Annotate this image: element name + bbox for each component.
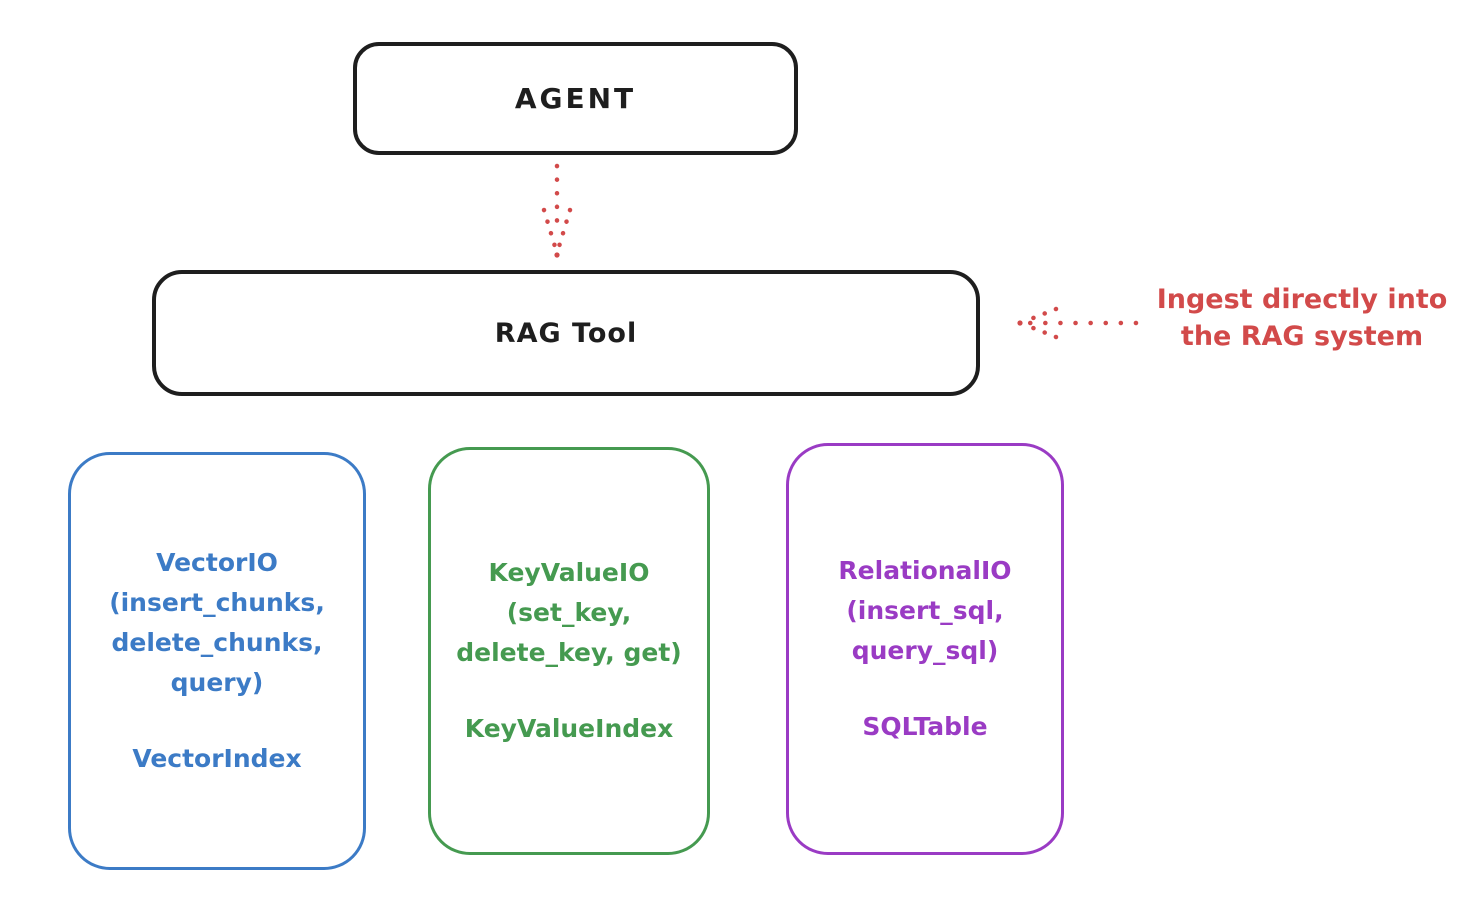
io-box-line: delete_chunks, <box>111 628 323 657</box>
io-box-line: RelationalIO <box>838 556 1012 585</box>
arrow-left-icon <box>1017 306 1139 340</box>
annotation-line-1: Ingest directly into <box>1156 284 1448 315</box>
io-box-line: (set_key, <box>506 598 632 627</box>
io-box-index-label: SQLTable <box>862 712 988 741</box>
annotation-line-2: the RAG system <box>1180 321 1424 352</box>
io-box-index-label: KeyValueIndex <box>464 714 674 743</box>
io-box-line: query) <box>170 668 264 697</box>
rag-tool-box: RAG Tool <box>152 270 980 396</box>
io-box-line: VectorIO <box>156 548 278 577</box>
keyvalue-io-box: KeyValueIO (set_key, delete_key, get) Ke… <box>428 447 710 855</box>
io-box-line: delete_key, get) <box>456 638 682 667</box>
agent-label: AGENT <box>514 82 637 115</box>
io-box-line: KeyValueIO <box>488 558 650 587</box>
io-box-index-label: VectorIndex <box>132 744 302 773</box>
io-box-line: (insert_sql, <box>846 596 1004 625</box>
annotation-text: Ingest directly into the RAG system <box>1130 281 1474 355</box>
io-box-line: (insert_chunks, <box>109 588 325 617</box>
vector-io-box: VectorIO (insert_chunks, delete_chunks, … <box>68 452 366 870</box>
agent-box: AGENT <box>353 42 798 155</box>
relational-io-box: RelationalIO (insert_sql, query_sql) SQL… <box>786 443 1064 855</box>
rag-tool-label: RAG Tool <box>494 317 638 349</box>
io-box-line: query_sql) <box>851 636 999 665</box>
arrow-down-icon <box>541 163 573 258</box>
